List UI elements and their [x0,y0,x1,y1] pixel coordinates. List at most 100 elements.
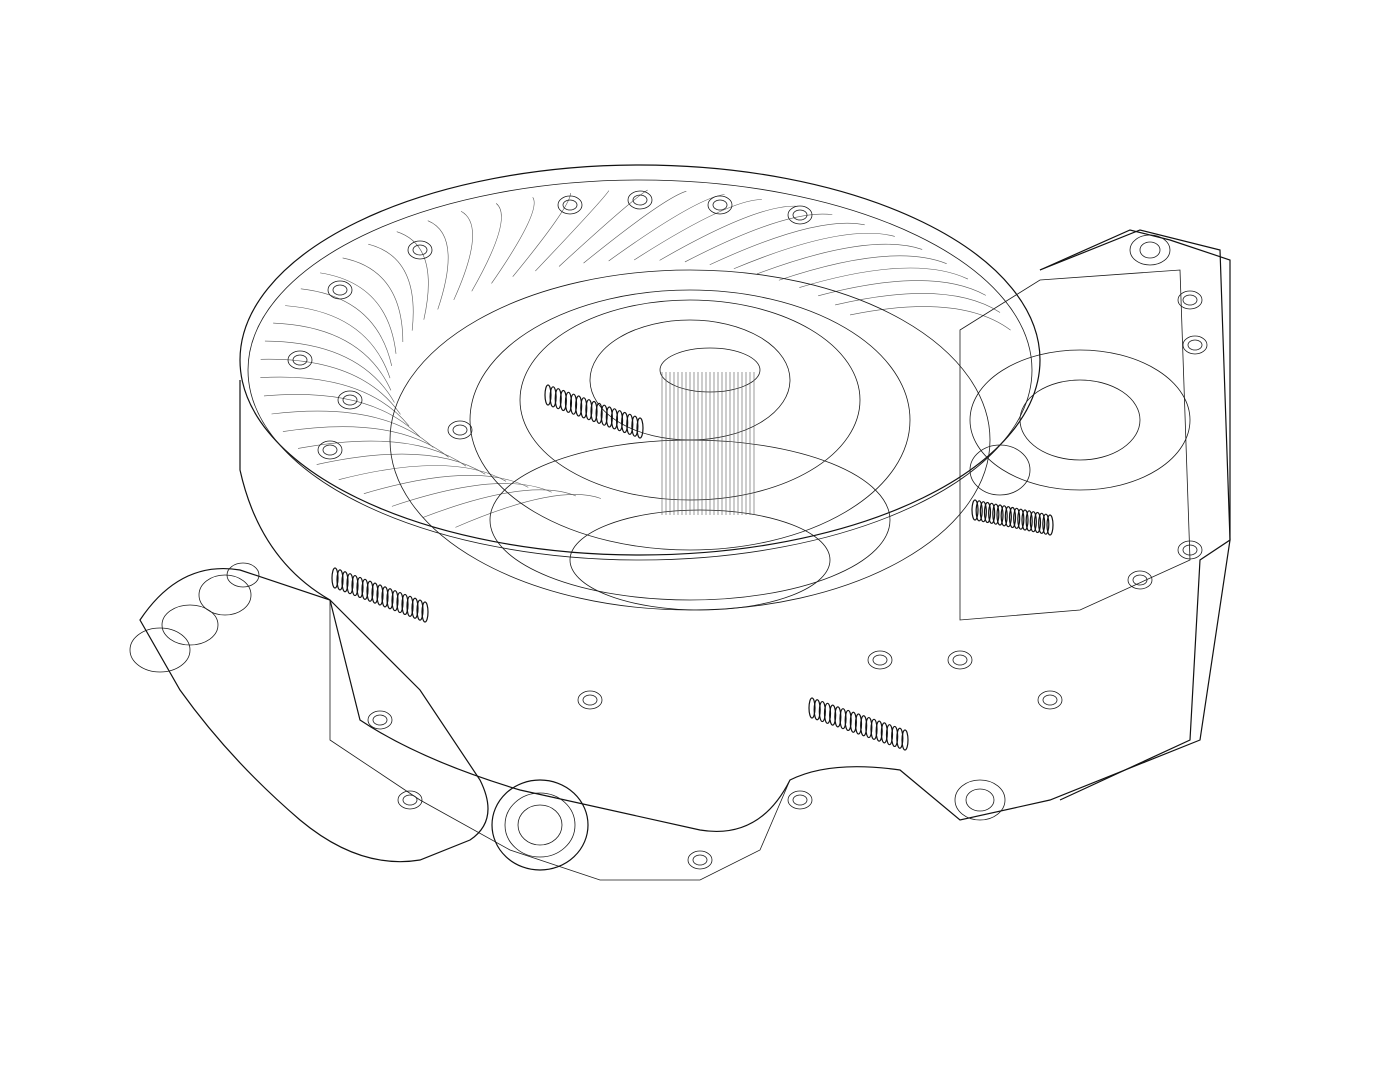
spring-coil [971,499,979,521]
spring-coil [1025,510,1033,532]
hole [867,650,893,670]
cooling-fins [260,189,1011,528]
spring-coil [391,590,399,612]
spring-coil [575,395,583,417]
spring-coil [975,500,983,522]
spring-coil [569,393,578,415]
spring-coil [854,713,863,735]
fin [271,410,434,448]
hole-inner [322,444,338,456]
spring-coil [1008,506,1017,529]
spring [808,697,909,751]
hole-inner [952,654,968,666]
hole [687,850,713,870]
fin [733,232,895,270]
spring-coil [891,725,899,748]
hole [407,240,433,260]
spring-coil [983,501,992,524]
hole-inner [1042,694,1058,706]
spring-coil [1046,514,1054,536]
left-arm [129,562,489,863]
fin [491,197,535,284]
hole-inner [712,199,728,211]
spring [544,384,644,439]
hole-inner [562,199,578,211]
hole-inner [372,714,388,726]
spring-coil [549,386,557,408]
splined-shaft [659,347,761,515]
spring-coil [544,384,552,406]
fin [368,243,414,331]
fin [558,189,648,267]
spring-coil [870,718,878,740]
spring-coil [595,402,603,424]
hole [577,690,603,710]
springs [331,384,1054,751]
hole-inner [332,284,348,296]
spring-coil [346,573,354,595]
fin [285,305,391,379]
spring-coil [988,502,996,524]
spring-coil [885,724,894,746]
spring-coil [1029,511,1037,533]
hole-inner [1187,339,1203,351]
fin [659,205,798,261]
hole [1182,335,1208,355]
spring-coil [351,574,359,597]
fin [633,199,762,261]
spring-coil [564,391,573,413]
spring-coil [401,593,409,616]
hole [1177,290,1203,310]
spring-coil [992,503,1000,525]
spring-coil [626,413,634,435]
fin [835,293,1001,313]
spring-coil [979,501,987,523]
hole [627,190,653,210]
fin [282,426,449,458]
fin [391,483,552,507]
fin [778,255,947,281]
spring-coil [396,591,404,614]
spring-coil [371,582,379,604]
spring-coil [813,699,821,721]
hole-inner [872,654,888,666]
hole [707,195,733,215]
spring-coil [1038,512,1046,534]
spring-coil [880,722,888,744]
fin [535,190,610,272]
hole [317,440,343,460]
hole [787,205,813,225]
spring-coil [1000,505,1008,527]
fin [427,220,449,310]
hole [287,350,313,370]
right-housing [954,229,1231,821]
spring-coil [366,580,374,602]
fin [799,267,969,288]
fin [320,272,397,354]
fin [453,210,473,301]
spring-coil [1033,511,1042,534]
spring-coil [590,400,598,423]
fin [300,288,393,366]
spring [971,499,1054,536]
hole [787,790,813,810]
spring-coil [901,729,909,751]
fin [338,465,507,482]
spring-coil [834,706,842,728]
spring [331,567,429,623]
spring-coil [875,720,883,742]
spring-coil [896,727,904,749]
fin [260,376,410,427]
spring-coil [615,410,624,432]
hole-inner [342,394,358,406]
hole-inner [692,854,708,866]
spring-coil [631,415,639,437]
hole [557,195,583,215]
hole-inner [1182,544,1198,556]
spring-coil [600,404,608,426]
hole [327,280,353,300]
spring-coil [1013,507,1021,529]
mounting-holes [287,190,1208,870]
fin [471,203,502,292]
fin [684,213,833,263]
